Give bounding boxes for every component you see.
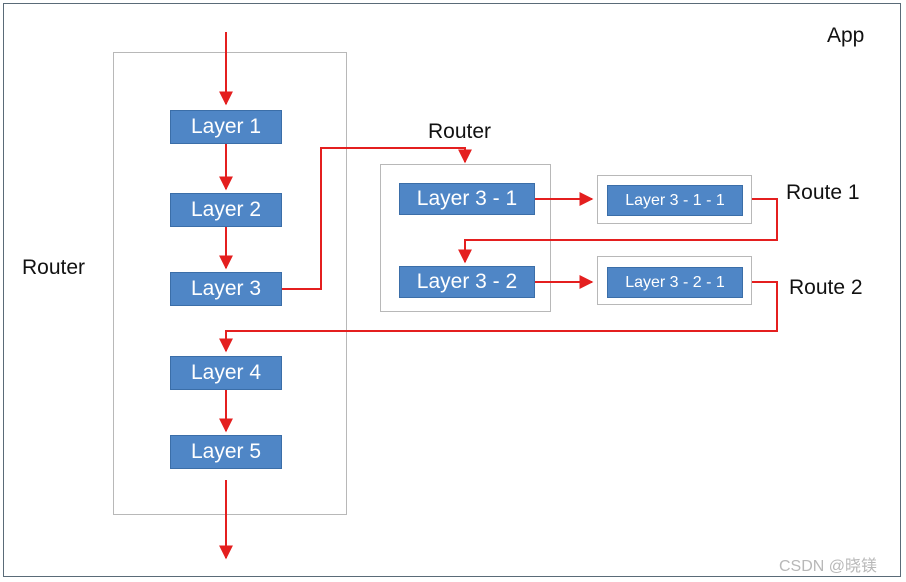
layer-3: Layer 3 [170, 272, 282, 306]
route-2-label: Route 2 [789, 276, 863, 299]
inner-router-box [380, 164, 551, 312]
layer-3-1: Layer 3 - 1 [399, 183, 535, 215]
app-frame [3, 3, 901, 577]
layer-3-1-1: Layer 3 - 1 - 1 [607, 185, 743, 216]
route-2-box [597, 256, 752, 305]
layer-3-2: Layer 3 - 2 [399, 266, 535, 298]
watermark: CSDN @晓镁 [779, 558, 878, 575]
layer-4: Layer 4 [170, 356, 282, 390]
layer-1: Layer 1 [170, 110, 282, 144]
outer-router-box [113, 52, 347, 515]
inner-router-label: Router [428, 120, 492, 143]
arrow-route1-to-layer3-2 [458, 198, 778, 264]
route-1-box [597, 175, 752, 224]
route-1-label: Route 1 [786, 181, 860, 204]
app-label: App [827, 24, 865, 47]
layer-5: Layer 5 [170, 435, 282, 469]
layer-3-2-1: Layer 3 - 2 - 1 [607, 267, 743, 298]
arrow-layer3-to-layer3-1 [282, 147, 472, 290]
outer-router-label: Router [22, 256, 86, 279]
layer-2: Layer 2 [170, 193, 282, 227]
arrow-route2-to-layer4 [219, 281, 778, 353]
